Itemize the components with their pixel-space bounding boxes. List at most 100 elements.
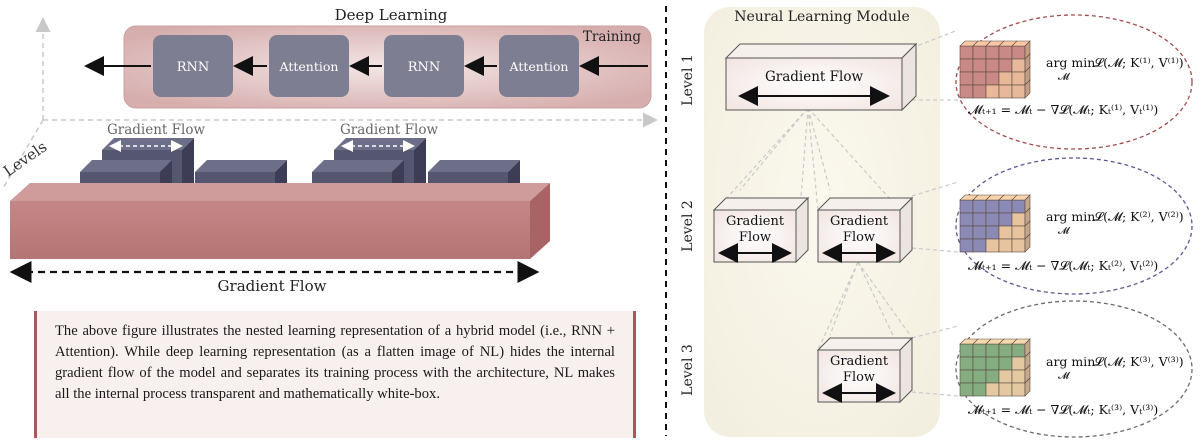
eq2-argmin: arg min: [1046, 209, 1095, 224]
rnn-block-1-label: RNN: [177, 60, 210, 75]
memory-cell: [972, 199, 987, 214]
rnn-block-2: [384, 35, 464, 97]
memory-cell: [959, 58, 974, 73]
flat-slab: [10, 183, 550, 259]
attention-block-1: [269, 35, 349, 97]
level-2-box-b-label-1: Gradient: [830, 214, 889, 229]
level-2-label: Level 2: [680, 200, 696, 252]
memory-cell: [985, 84, 1000, 99]
memory-cell: [1011, 84, 1026, 99]
memory-cell: [1011, 45, 1026, 60]
memory-cell: [1011, 212, 1026, 227]
level-2-box-a: Gradient Flow: [712, 196, 810, 264]
memory-cell: [998, 369, 1013, 384]
memory-cell: [985, 199, 1000, 214]
memory-cell: [959, 45, 974, 60]
level-1-memory-cube: [959, 40, 1031, 99]
level-3-ellipse: [955, 300, 1193, 438]
level-3-box: Gradient Flow: [816, 336, 914, 404]
attention-block-1-label: Attention: [279, 59, 339, 74]
memory-cell: [1011, 343, 1026, 358]
memory-cell: [985, 71, 1000, 86]
memory-cell: [998, 58, 1013, 73]
memory-cell: [972, 238, 987, 253]
memory-cell: [1011, 58, 1026, 73]
level-2-box-a-label-1: Gradient: [726, 214, 785, 229]
memory-cell: [972, 58, 987, 73]
memory-cell: [959, 84, 974, 99]
level-connectors: [715, 29, 959, 397]
memory-cell: [1011, 71, 1026, 86]
training-label: Training: [583, 29, 642, 45]
bottom-gradient-label: Gradient Flow: [218, 277, 327, 295]
level-1-box-label: Gradient Flow: [765, 69, 863, 85]
level-1-box: Gradient Flow: [724, 42, 918, 112]
memory-cell: [985, 225, 1000, 240]
eq3-objective: 𝓛(𝓜; K⁽³⁾, V⁽³⁾): [1094, 354, 1184, 369]
level-3-label: Level 3: [680, 344, 696, 396]
memory-cell: [985, 45, 1000, 60]
axis-depth: [1, 119, 44, 191]
eq1-sub: 𝓜: [1058, 72, 1071, 83]
level-2-box-b-label-2: Flow: [843, 230, 875, 245]
memory-cell: [985, 238, 1000, 253]
eq1-argmin: arg min: [1046, 55, 1095, 70]
gradient-flow-label-1: Gradient Flow: [107, 122, 205, 138]
memory-cell: [959, 225, 974, 240]
memory-cell: [1011, 382, 1026, 397]
level-3-box-label-2: Flow: [843, 370, 875, 385]
memory-cell: [959, 238, 974, 253]
gradient-flow-label-2: Gradient Flow: [340, 122, 438, 138]
memory-cell: [972, 382, 987, 397]
memory-cell: [1011, 356, 1026, 371]
level-1-equation: arg min 𝓜 𝓛(𝓜; K⁽¹⁾, V⁽¹⁾) 𝓜ₜ₊₁ = 𝓜ₜ − ∇…: [968, 55, 1184, 117]
memory-cell: [985, 369, 1000, 384]
memory-cell: [972, 369, 987, 384]
level-2-ellipse: [955, 157, 1193, 295]
level-3-equation: arg min 𝓜 𝓛(𝓜; K⁽³⁾, V⁽³⁾) 𝓜ₜ₊₁ = 𝓜ₜ − ∇…: [968, 354, 1184, 417]
memory-cell: [972, 343, 987, 358]
memory-cell: [959, 212, 974, 227]
memory-cell: [985, 382, 1000, 397]
memory-cell: [998, 212, 1013, 227]
memory-cell: [959, 343, 974, 358]
memory-cell: [998, 343, 1013, 358]
memory-cell: [998, 356, 1013, 371]
left-panel: Levels Deep Learning Training RNN Attent…: [0, 6, 658, 295]
deep-learning-title: Deep Learning: [335, 6, 448, 24]
attention-block-2-label: Attention: [509, 59, 569, 74]
caption-box: The above figure illustrates the nested …: [34, 311, 636, 438]
memory-cell: [998, 84, 1013, 99]
eq3-update: 𝓜ₜ₊₁ = 𝓜ₜ − ∇𝓛(𝓜ₜ; Kₜ⁽³⁾, Vₜ⁽³⁾): [968, 402, 1158, 417]
module-title: Neural Learning Module: [734, 9, 910, 25]
memory-cell: [1011, 369, 1026, 384]
level-2-box-a-label-2: Flow: [739, 230, 771, 245]
rnn-block-1: [153, 35, 233, 97]
memory-cell: [998, 199, 1013, 214]
memory-cell: [972, 212, 987, 227]
memory-cell: [959, 382, 974, 397]
eq2-update: 𝓜ₜ₊₁ = 𝓜ₜ − ∇𝓛(𝓜ₜ; Kₜ⁽²⁾, Vₜ⁽²⁾): [968, 258, 1158, 273]
memory-cell: [1011, 199, 1026, 214]
memory-cell: [998, 238, 1013, 253]
eq1-update: 𝓜ₜ₊₁ = 𝓜ₜ − ∇𝓛(𝓜ₜ; Kₜ⁽¹⁾, Vₜ⁽¹⁾): [968, 102, 1158, 117]
eq3-argmin: arg min: [1046, 354, 1095, 369]
memory-cell: [959, 71, 974, 86]
level-2-equation: arg min 𝓜 𝓛(𝓜; K⁽²⁾, V⁽²⁾) 𝓜ₜ₊₁ = 𝓜ₜ − ∇…: [968, 209, 1184, 273]
memory-cell: [998, 45, 1013, 60]
level-1-label: Level 1: [680, 54, 696, 106]
memory-cell: [972, 45, 987, 60]
memory-cell: [959, 356, 974, 371]
memory-cell: [972, 225, 987, 240]
eq1-objective: 𝓛(𝓜; K⁽¹⁾, V⁽¹⁾): [1094, 55, 1184, 70]
levels-label: Levels: [0, 138, 50, 181]
eq2-objective: 𝓛(𝓜; K⁽²⁾, V⁽²⁾): [1094, 209, 1184, 224]
attention-block-2: [499, 35, 579, 97]
memory-cell-side: [1024, 377, 1031, 397]
memory-cell: [1011, 225, 1026, 240]
memory-cell: [972, 71, 987, 86]
memory-cell: [985, 343, 1000, 358]
memory-cell: [985, 58, 1000, 73]
level-1-ellipse: [955, 14, 1193, 150]
